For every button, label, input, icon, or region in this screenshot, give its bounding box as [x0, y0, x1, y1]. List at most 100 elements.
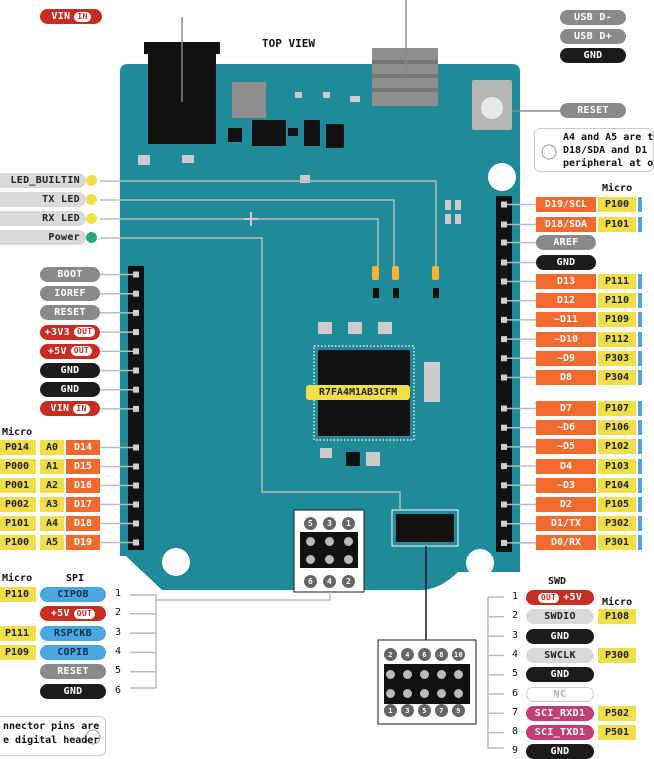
spi-pin-0: CIPOB: [40, 587, 106, 602]
swd-pin-number: 1: [512, 591, 519, 602]
led-icon: [86, 175, 97, 186]
spi-micro-0: P110: [0, 587, 36, 602]
pin-pad: [501, 539, 507, 546]
icsp-pin: [306, 555, 315, 564]
note-line: e digital header: [3, 735, 100, 746]
pin-pad: [501, 463, 507, 470]
icsp-pin: [344, 555, 353, 564]
swd-pin-number: 5: [512, 668, 519, 680]
led-icon: [86, 213, 97, 224]
swd-pin-1: SWDIO: [526, 609, 594, 625]
right-digital-pin-10-micro: P104: [598, 477, 636, 493]
pin-pad: [501, 501, 507, 508]
icsp-pin: [344, 537, 353, 546]
swd-pin-number: 4: [401, 648, 414, 661]
left-power-pin-4-text: +5V: [47, 345, 67, 357]
right-digital-pin-1-micro: P110: [598, 293, 636, 309]
blue-marker: [638, 312, 642, 328]
blue-marker: [638, 458, 642, 474]
left-power-pin-7-badge: IN: [73, 403, 90, 414]
swd-pin-5: NC: [526, 686, 594, 702]
blue-marker: [638, 535, 642, 551]
note-line: A4 and A5 are t: [563, 132, 654, 143]
led-label-0: LED_BUILTIN: [0, 173, 86, 188]
swd-pin-3: SWCLK: [526, 647, 594, 663]
swd-pin-6-text: SCI_RXD1: [534, 707, 586, 719]
spi-micro-2: P111: [0, 625, 36, 641]
left-analog-a-2: A2: [40, 478, 64, 493]
mount-hole: [162, 548, 190, 576]
icsp-pin-number: 6: [304, 575, 317, 588]
swd-pin: [403, 689, 412, 698]
left-analog-a-1: A1: [40, 459, 64, 474]
swd-pin-number: 7: [512, 706, 519, 718]
swd-pin-6: SCI_RXD1: [526, 705, 594, 721]
spi-micro-3: P109: [0, 644, 36, 660]
right-digital-pin-1: D12: [536, 293, 596, 309]
swd-pin-4: GND: [526, 667, 594, 683]
chip-label: R7FA4M1AB3CFM: [306, 385, 410, 400]
swd-pin-5-text: NC: [553, 688, 567, 700]
swd-micro-1: P108: [598, 609, 636, 625]
pin-pad: [133, 444, 139, 451]
right-digital-pin-3-micro: P112: [598, 331, 636, 347]
swd-pin-number: 5: [418, 704, 431, 717]
left-power-pin-2: RESET: [40, 305, 100, 321]
pin-pad: [501, 278, 507, 285]
left-power-pin-1: IOREF: [40, 286, 100, 302]
swd-pin-number: 4: [512, 648, 519, 660]
pin-pad: [501, 316, 507, 323]
right-digital-pin-13-micro: P301: [598, 535, 636, 551]
left-analog-d-4: D18: [66, 516, 100, 531]
pin-pad: [501, 239, 507, 246]
pin-pad: [501, 355, 507, 362]
right-i2c-pin-0-micro: P100: [598, 197, 636, 212]
right-i2c-pin-0: D19/SCL: [536, 197, 596, 212]
swd-micro-7: P501: [598, 725, 636, 741]
note-line: peripheral at o: [563, 158, 654, 169]
usb-gnd-label: GND: [560, 48, 626, 63]
spi-pin-2: RSPCKB: [40, 625, 106, 641]
spi-pin-4-text: RESET: [57, 666, 89, 678]
right-digital-pin-5-micro: P304: [598, 370, 636, 385]
pin-pad: [133, 520, 139, 527]
pin-pad: [501, 201, 507, 208]
swd-pin-number: 3: [401, 704, 414, 717]
swd-pin-number: 3: [512, 629, 519, 641]
swd-pin-number: 1: [384, 704, 397, 717]
swd-pin-1-text: SWDIO: [544, 611, 576, 623]
vin-top-label: VIN IN: [40, 9, 102, 24]
spi-pin-0-text: CIPOB: [57, 589, 89, 600]
right-digital-pin-13: D0/RX: [536, 535, 596, 551]
led-label-3: Power: [0, 230, 86, 245]
page-title: TOP VIEW: [262, 37, 315, 50]
spi-micro-header: Micro: [2, 573, 33, 584]
right-aref-pin: AREF: [536, 235, 596, 250]
left-micro-5: P100: [0, 535, 36, 550]
pin-pad: [133, 367, 139, 374]
spi-pin-4: RESET: [40, 664, 106, 680]
blue-marker: [638, 370, 642, 385]
left-power-pin-3-badge: OUT: [73, 327, 96, 338]
swd-header-onboard: [396, 514, 454, 542]
vin-top-badge: IN: [74, 11, 91, 22]
spi-pin-number: 6: [115, 684, 122, 696]
right-digital-pin-7: ~D6: [536, 420, 596, 436]
icsp-pin: [325, 555, 334, 564]
left-power-pin-5: GND: [40, 363, 100, 378]
pin-pad: [501, 259, 507, 266]
pin-pad: [133, 329, 139, 336]
pin-pad: [133, 463, 139, 470]
swd-pin: [454, 670, 463, 679]
swd-pin-4-text: GND: [550, 669, 570, 681]
swd-pin-number: 10: [452, 648, 465, 661]
right-gnd-pin: GND: [536, 255, 596, 270]
swd-pin-number: 7: [435, 704, 448, 717]
right-digital-pin-8: ~D5: [536, 439, 596, 455]
spi-pin-3: COPIB: [40, 644, 106, 660]
swd-pin-0-badge: OUT: [537, 592, 560, 603]
right-digital-pin-5: D8: [536, 370, 596, 385]
